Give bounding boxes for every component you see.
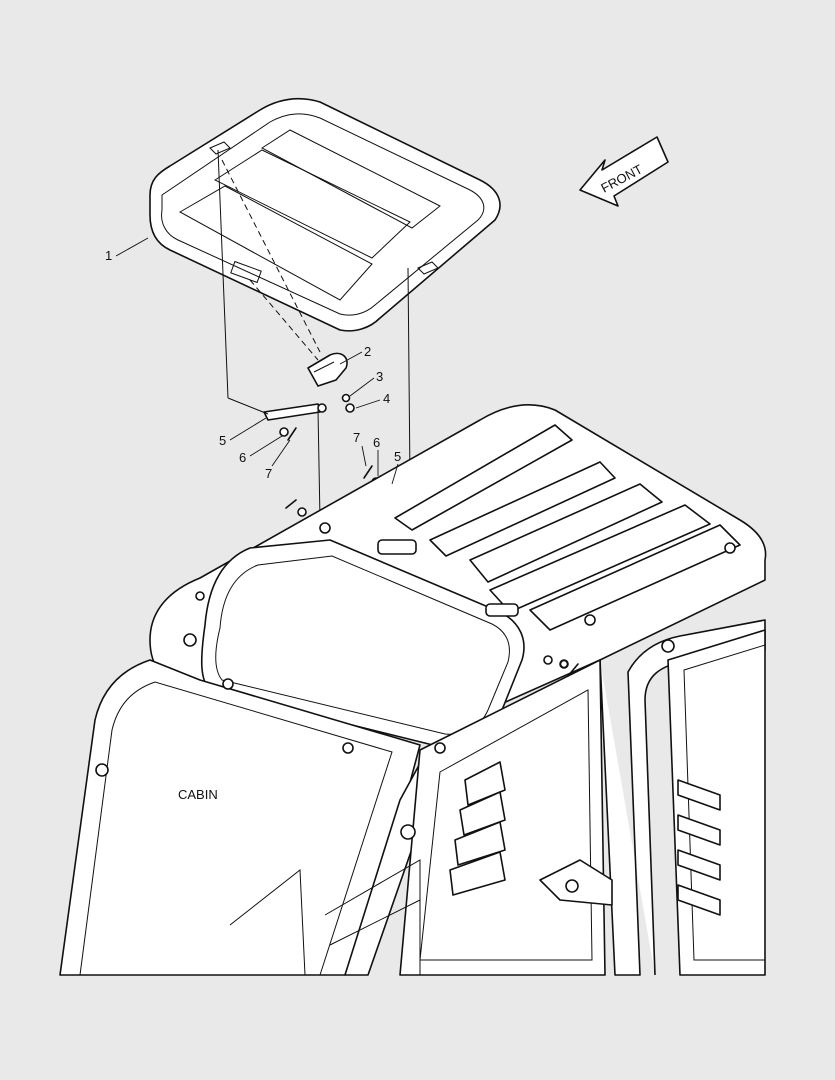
gas-strut-left (263, 403, 327, 421)
roof-washer-right (559, 659, 569, 669)
callouts: 1 2 3 4 5 6 7 7 6 5 (105, 237, 401, 485)
callout-7-left: 7 (265, 466, 272, 481)
roof-hatch-panel (149, 97, 501, 332)
pin-right (363, 465, 373, 479)
callout-6-right: 6 (373, 435, 380, 450)
callout-4: 4 (383, 391, 390, 406)
cabin-label: CABIN (178, 787, 218, 802)
callout-7-right: 7 (353, 430, 360, 445)
callout-1: 1 (105, 248, 112, 263)
roof-washer-left (297, 507, 307, 517)
callout-6-left: 6 (239, 450, 246, 465)
callout-2: 2 (364, 344, 371, 359)
callout-5-right: 5 (394, 449, 401, 464)
washer-left (279, 427, 289, 437)
pin-left (287, 427, 297, 441)
latch-bracket (307, 352, 348, 387)
roof-pin-right (567, 663, 579, 677)
front-direction-arrow-icon: FRONT (579, 136, 669, 207)
roof-pin-left (285, 499, 297, 509)
cabin-body (59, 404, 767, 976)
callout-3: 3 (376, 369, 383, 384)
washer (341, 393, 351, 403)
nut (345, 403, 355, 413)
callout-5-left: 5 (219, 433, 226, 448)
